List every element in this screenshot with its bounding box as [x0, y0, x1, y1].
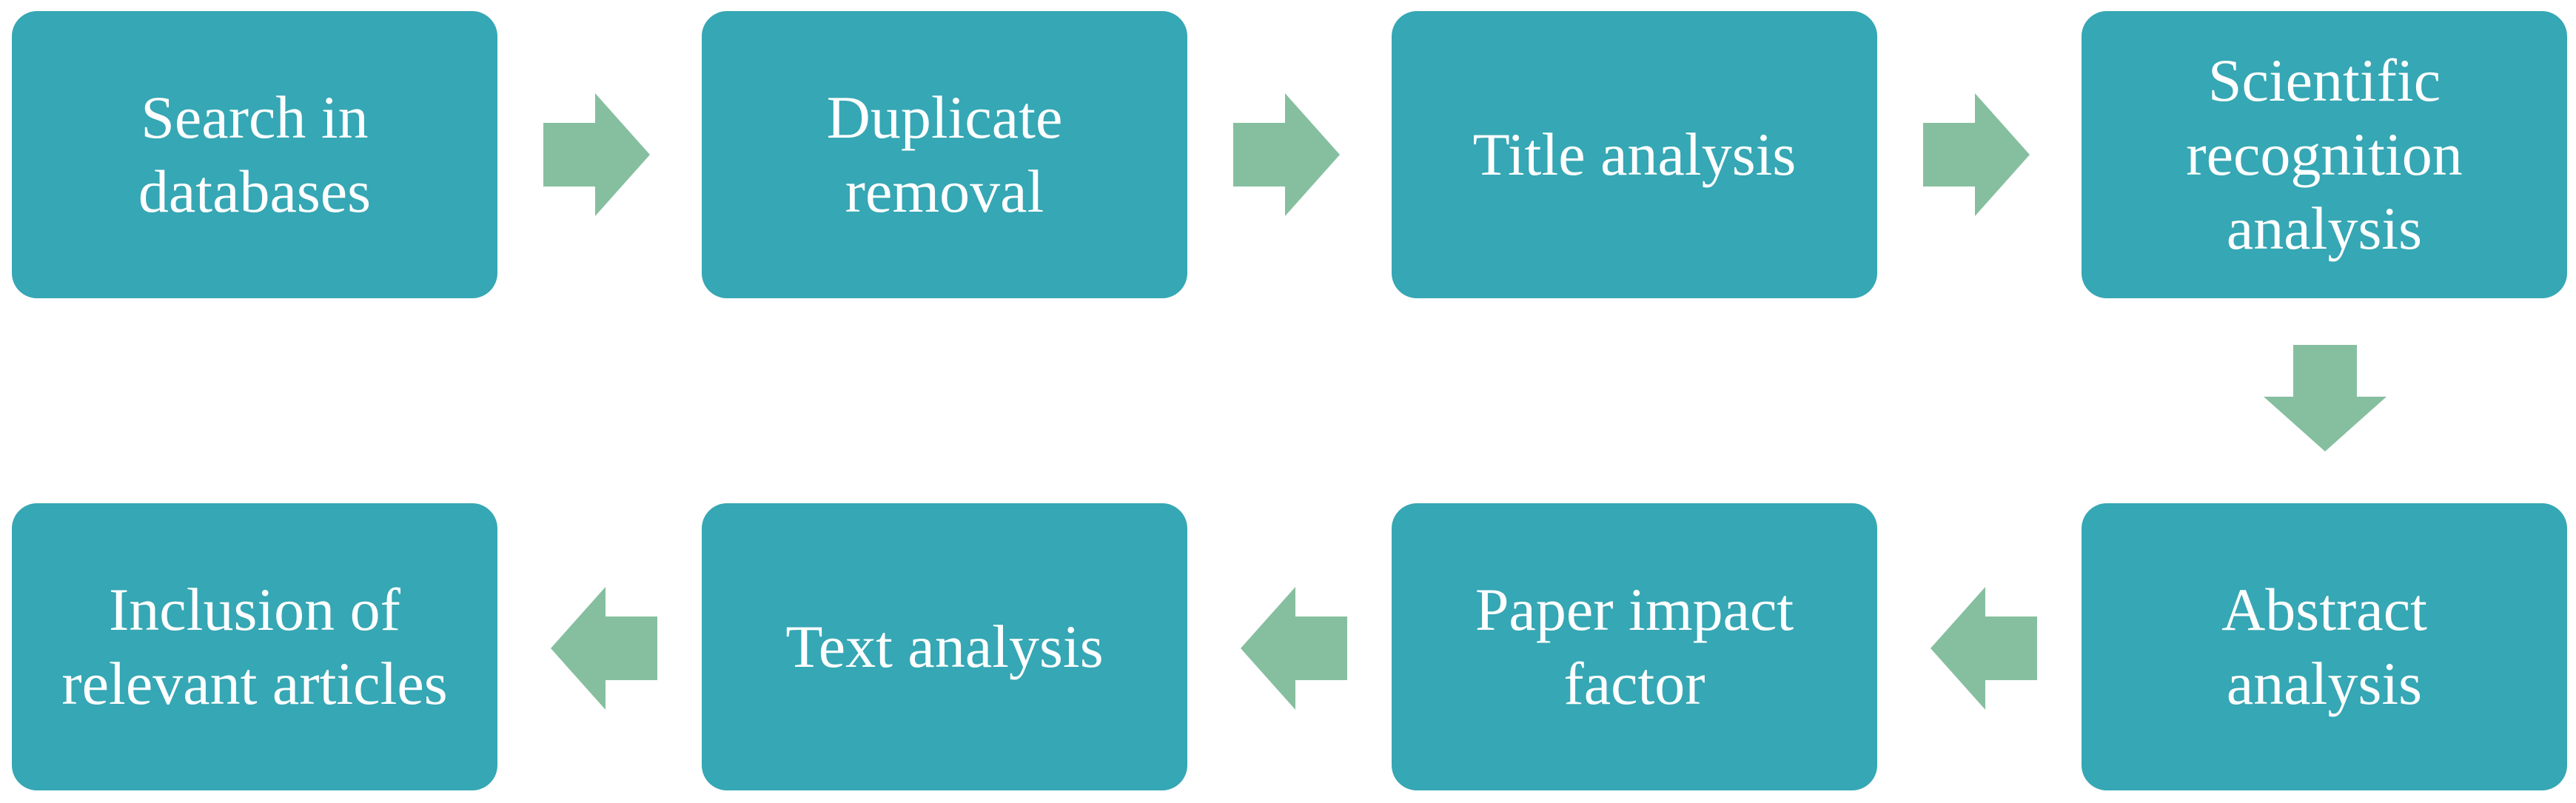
arrow-right-icon — [1233, 93, 1340, 216]
step-label-line: analysis — [2226, 650, 2423, 717]
arrow-left-icon — [551, 587, 657, 710]
step-label-line: Duplicate — [826, 84, 1063, 151]
step-duplicate-removal: Duplicate removal — [702, 11, 1187, 298]
step-label-line: Abstract — [2221, 576, 2427, 643]
step-label: Search in databases — [138, 81, 371, 229]
step-label: Inclusion of relevant articles — [61, 573, 447, 721]
arrow-down-icon — [2264, 345, 2387, 451]
step-label-line: Title analysis — [1472, 121, 1797, 188]
step-text-analysis: Text analysis — [702, 503, 1187, 790]
step-label-line: Paper impact — [1475, 576, 1794, 643]
step-label-line: factor — [1563, 650, 1705, 717]
step-label-line: databases — [138, 158, 372, 225]
step-label: Duplicate removal — [827, 81, 1063, 229]
step-label: Title analysis — [1473, 118, 1797, 192]
step-paper-impact-factor: Paper impact factor — [1392, 503, 1877, 790]
step-label: Paper impact factor — [1475, 573, 1794, 721]
step-label-line: Scientific — [2207, 47, 2441, 114]
step-label-line: removal — [845, 158, 1044, 225]
step-label-line: Search in — [141, 84, 369, 151]
step-inclusion-of-relevant-articles: Inclusion of relevant articles — [12, 503, 497, 790]
step-search-in-databases: Search in databases — [12, 11, 497, 298]
step-label-line: analysis — [2226, 195, 2423, 262]
arrow-right-icon — [1923, 93, 2030, 216]
step-label: Scientific recognition analysis — [2186, 44, 2462, 266]
step-label: Text analysis — [785, 610, 1103, 684]
step-scientific-recognition-analysis: Scientific recognition analysis — [2082, 11, 2567, 298]
step-abstract-analysis: Abstract analysis — [2082, 503, 2567, 790]
arrow-right-icon — [543, 93, 650, 216]
step-label-line: Inclusion of — [109, 576, 400, 643]
step-label-line: recognition — [2186, 121, 2463, 188]
arrow-left-icon — [1931, 587, 2037, 710]
step-label-line: relevant articles — [61, 650, 448, 717]
arrow-left-icon — [1241, 587, 1347, 710]
step-title-analysis: Title analysis — [1392, 11, 1877, 298]
step-label-line: Text analysis — [785, 613, 1104, 680]
step-label: Abstract analysis — [2221, 573, 2427, 721]
